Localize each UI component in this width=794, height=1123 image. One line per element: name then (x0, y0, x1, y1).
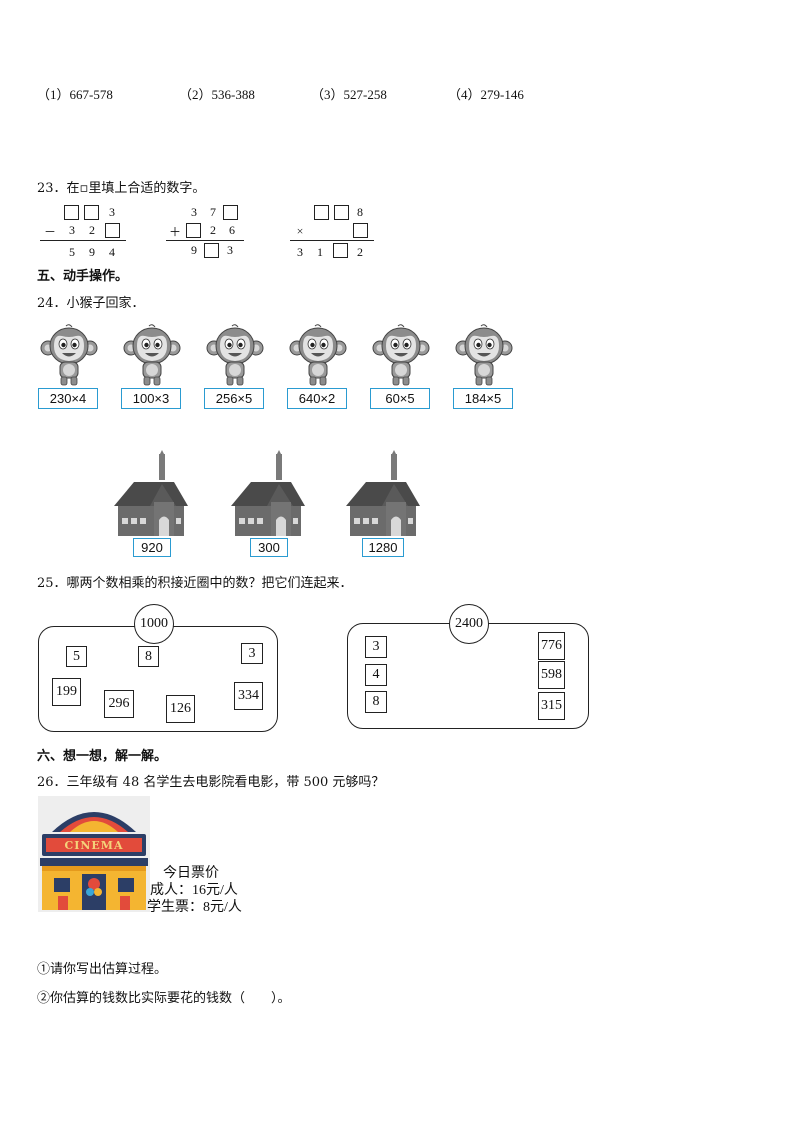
section-5-heading: 五、动手操作。 (37, 269, 129, 284)
digit: 3 (109, 205, 115, 219)
q26-sub-question-2: ②你估算的钱数比实际要花的钱数（ ）。 (37, 991, 291, 1006)
blank-box[interactable] (334, 205, 349, 220)
digit: 3 (191, 205, 197, 219)
number-box[interactable]: 598 (538, 661, 565, 689)
monkey-icon (289, 324, 347, 386)
digit: 9 (89, 245, 95, 259)
digit: 7 (210, 205, 216, 219)
house-number: 920 (133, 538, 171, 557)
monkey-icon (123, 324, 181, 386)
blank-box[interactable] (353, 223, 368, 238)
number-box[interactable]: 334 (234, 682, 263, 710)
expression-box: 230×4 (38, 388, 98, 409)
adult-price: 成人：16元/人 (150, 883, 238, 898)
digit: 1 (317, 245, 323, 259)
house-icon (114, 450, 188, 536)
blank-box[interactable] (204, 243, 219, 258)
digit: 2 (210, 223, 216, 237)
blank-box[interactable] (64, 205, 79, 220)
divider (40, 240, 126, 241)
divider (166, 240, 244, 241)
expression-box: 100×3 (121, 388, 181, 409)
number-box[interactable]: 3 (365, 636, 387, 658)
house-number: 1280 (362, 538, 404, 557)
number-box[interactable]: 776 (538, 632, 565, 660)
number-box[interactable]: 4 (365, 664, 387, 686)
expression-box: 640×2 (287, 388, 347, 409)
number-box[interactable]: 296 (104, 690, 134, 718)
q22-item-4: （4）279-146 (448, 87, 524, 102)
price-title: 今日票价 (163, 866, 219, 881)
section-6-heading: 六、想一想，解一解。 (37, 749, 168, 764)
digit: 3 (227, 243, 233, 257)
cinema-illustration: CINEMA (38, 796, 150, 912)
expression-box: 256×5 (204, 388, 264, 409)
number-box[interactable]: 3 (241, 643, 263, 664)
target-circle-2400: 2400 (449, 604, 489, 644)
q26-title: 26．三年级有 48 名学生去电影院看电影，带 500 元够吗？ (37, 775, 385, 790)
minus-sign: － (43, 225, 56, 239)
monkey-icon (40, 324, 98, 386)
q26-sub-question-1: ①请你写出估算过程。 (37, 962, 168, 977)
q24-title: 24．小猴子回家． (37, 296, 145, 311)
digit: 8 (357, 205, 363, 219)
blank-box[interactable] (333, 243, 348, 258)
q22-item-1: （1）667-578 (37, 87, 113, 102)
expression-box: 184×5 (453, 388, 513, 409)
q23-title: 23．在▫里填上合适的数字。 (37, 181, 206, 196)
q22-item-2: （2）536-388 (179, 87, 255, 102)
q22-item-3: （3）527-258 (311, 87, 387, 102)
number-box[interactable]: 8 (365, 691, 387, 713)
blank-box[interactable] (105, 223, 120, 238)
student-price: 学生票：8元/人 (147, 900, 242, 915)
number-box[interactable]: 8 (138, 646, 159, 667)
digit: 5 (69, 245, 75, 259)
target-circle-1000: 1000 (134, 604, 174, 644)
digit: 3 (69, 223, 75, 237)
house-icon (231, 450, 305, 536)
times-sign: × (296, 224, 304, 238)
digit: 3 (297, 245, 303, 259)
monkey-icon (372, 324, 430, 386)
digit: 9 (191, 243, 197, 257)
number-box[interactable]: 315 (538, 692, 565, 720)
number-box[interactable]: 126 (166, 695, 195, 723)
digit: 6 (229, 223, 235, 237)
q25-title: 25．哪两个数相乘的积接近圈中的数？把它们连起来． (37, 576, 353, 591)
cinema-sign: CINEMA (64, 839, 123, 852)
expression-box: 60×5 (370, 388, 430, 409)
blank-box[interactable] (186, 223, 201, 238)
number-box[interactable]: 199 (52, 678, 81, 706)
monkey-icon (455, 324, 513, 386)
blank-box[interactable] (314, 205, 329, 220)
monkey-icon (206, 324, 264, 386)
digit: 2 (89, 223, 95, 237)
divider (290, 240, 374, 241)
digit: 2 (357, 245, 363, 259)
blank-box[interactable] (84, 205, 99, 220)
blank-box[interactable] (223, 205, 238, 220)
plus-sign: ＋ (168, 225, 181, 239)
house-icon (346, 450, 420, 536)
digit: 4 (109, 245, 115, 259)
number-box[interactable]: 5 (66, 646, 87, 667)
house-number: 300 (250, 538, 288, 557)
